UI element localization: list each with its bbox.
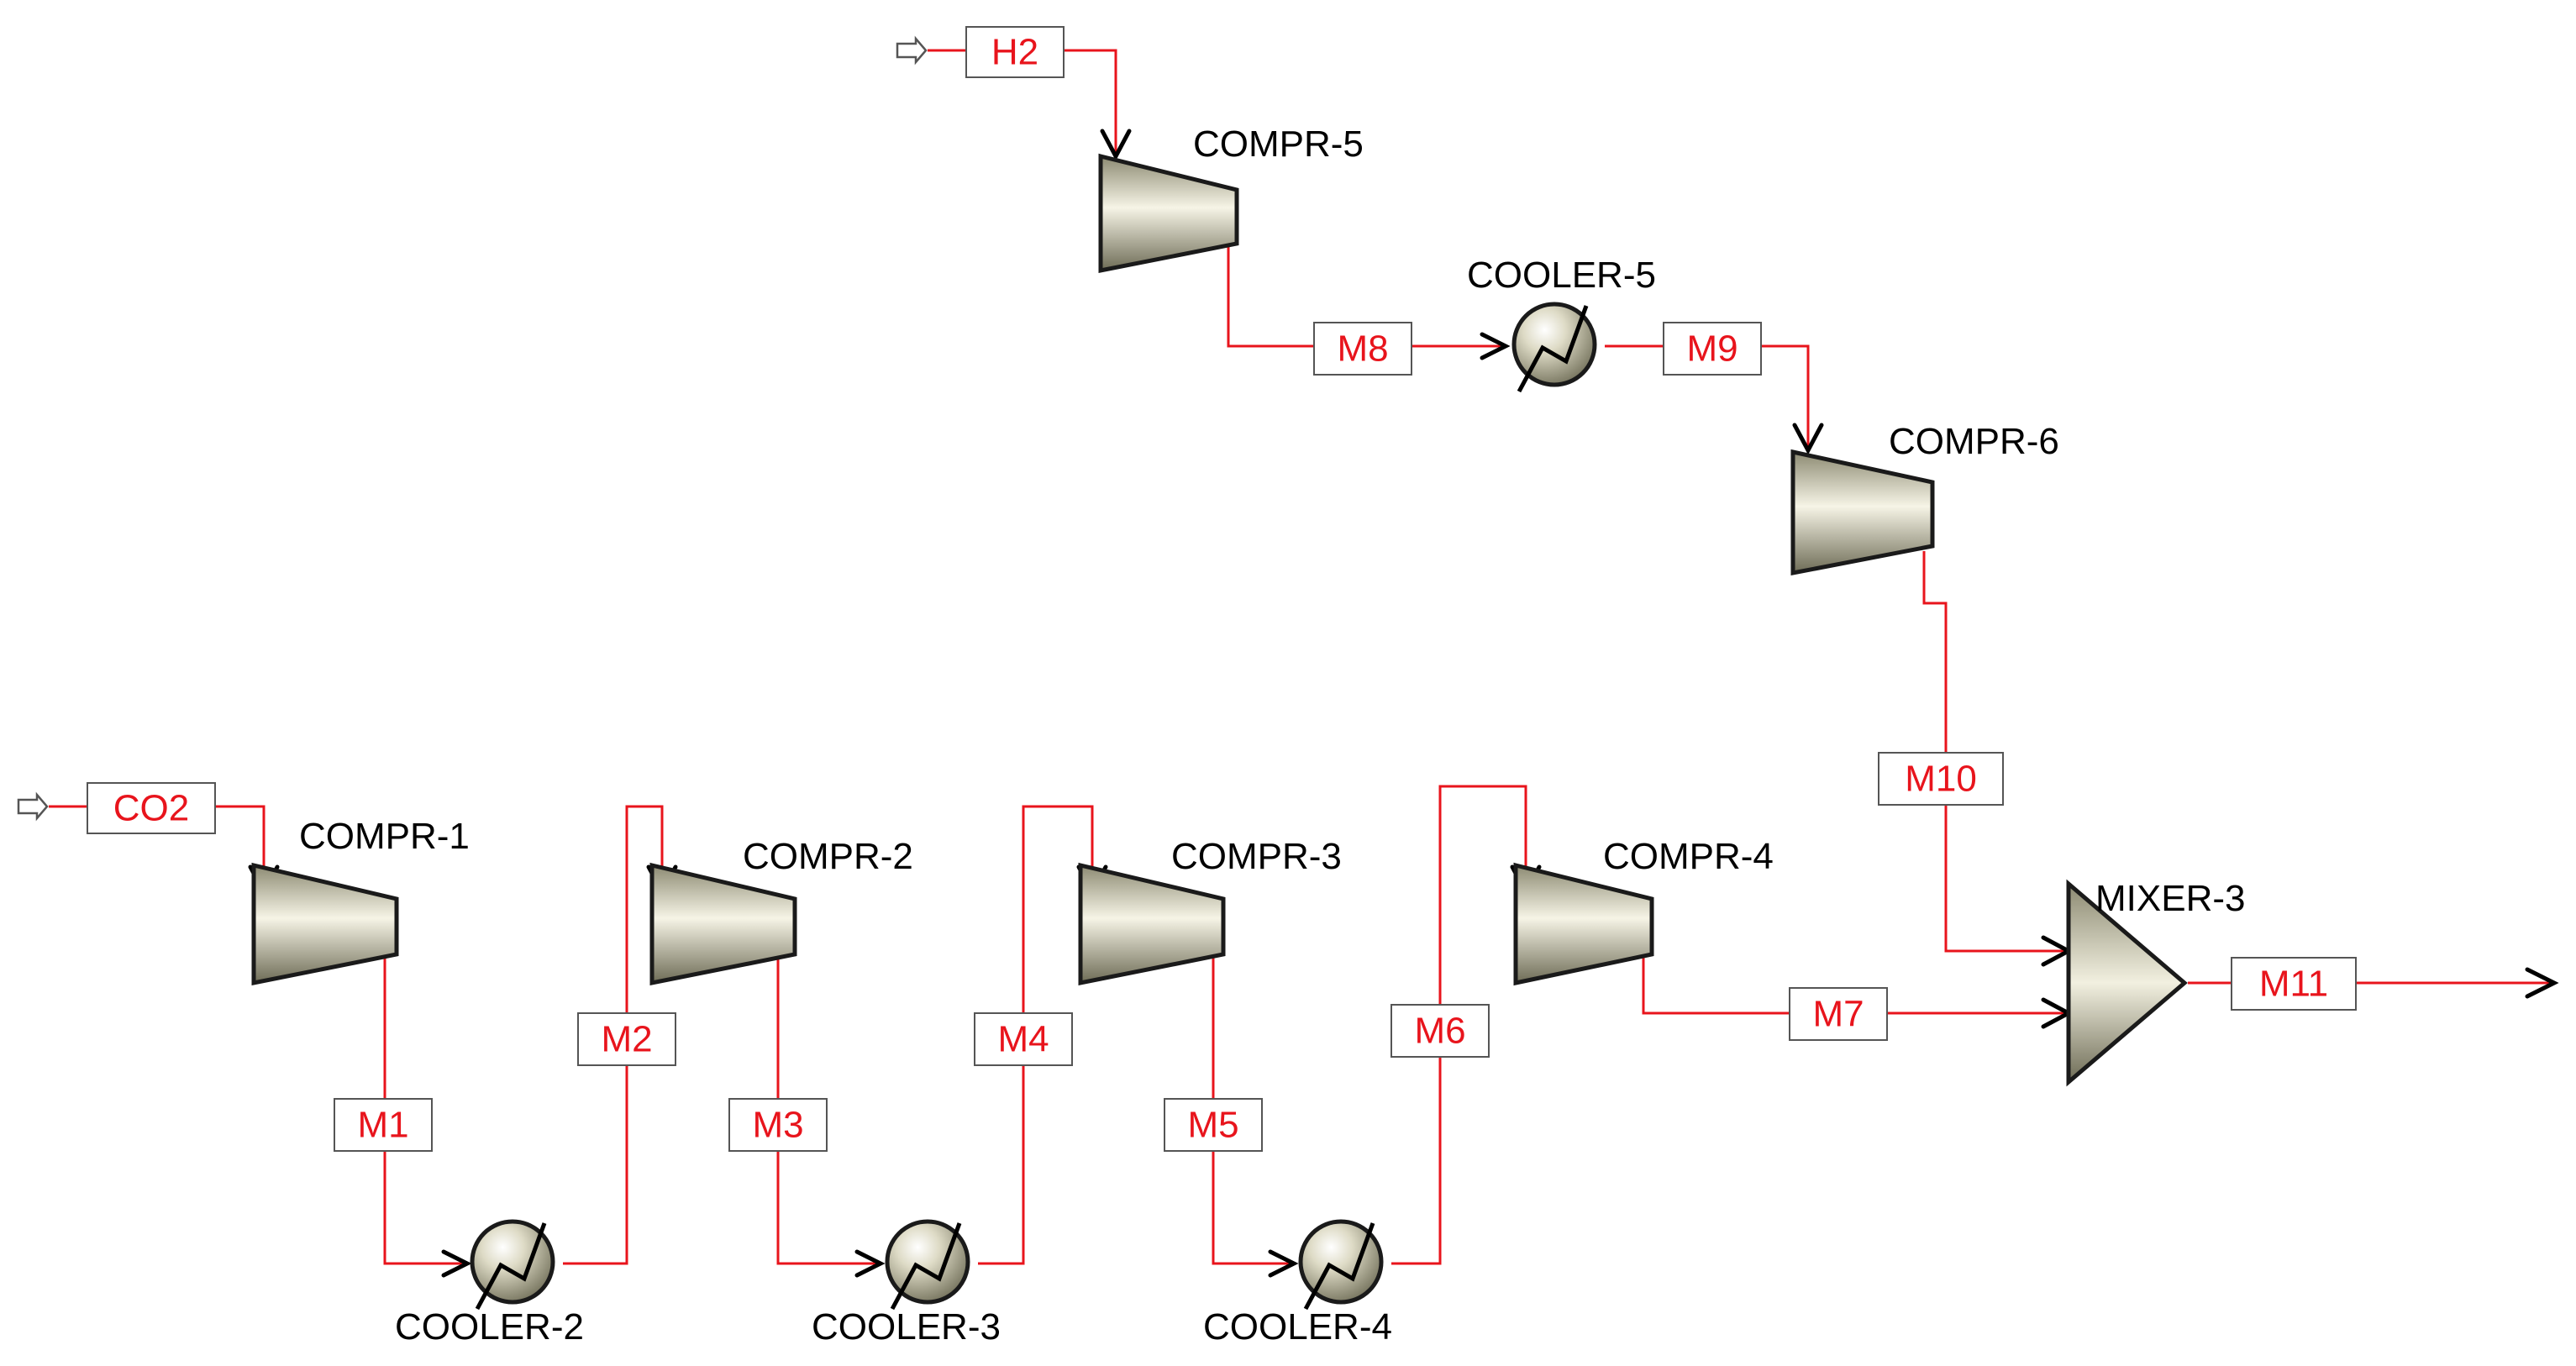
stream-label-h2[interactable]: H2: [965, 26, 1065, 78]
stream-label-text: M9: [1686, 328, 1737, 370]
arrow-into-cooler-4: [1268, 1249, 1299, 1278]
cooler-4-icon[interactable]: [1298, 1219, 1384, 1311]
m6-line[interactable]: [1391, 785, 1527, 1265]
compr-4-icon[interactable]: [1513, 862, 1654, 986]
coolers: [470, 302, 1597, 1311]
stream-label-m1[interactable]: M1: [334, 1098, 433, 1152]
stream-label-m8[interactable]: M8: [1313, 322, 1412, 376]
cooler-2-label: COOLER-2: [395, 1306, 584, 1348]
compressors: [251, 153, 1935, 986]
compr-5-icon[interactable]: [1098, 153, 1239, 274]
h2-feed-arrow-icon[interactable]: [896, 35, 928, 66]
arrow-into-compr-6: [1792, 423, 1824, 455]
mixer-3-icon[interactable]: [2066, 879, 2188, 1087]
compr-2-label: COMPR-2: [743, 836, 913, 877]
cooler-4-label: COOLER-4: [1203, 1306, 1392, 1348]
m4-line[interactable]: [978, 805, 1094, 1265]
cooler-5-label: COOLER-5: [1467, 255, 1656, 296]
arrow-into-cooler-5: [1480, 332, 1511, 360]
stream-label-m5[interactable]: M5: [1164, 1098, 1263, 1152]
stream-label-m3[interactable]: M3: [728, 1098, 828, 1152]
m10-line[interactable]: [1922, 551, 2080, 953]
co2-feed-arrow-icon[interactable]: [17, 791, 49, 822]
arrow-into-compr-5: [1100, 129, 1132, 161]
stream-label-m4[interactable]: M4: [974, 1012, 1073, 1066]
stream-label-text: CO2: [113, 788, 189, 829]
compr-5-label: COMPR-5: [1193, 123, 1364, 165]
compr-6-label: COMPR-6: [1889, 421, 2059, 462]
cooler-2-icon[interactable]: [470, 1219, 555, 1311]
arrow-into-cooler-2: [441, 1249, 472, 1278]
m5-line[interactable]: [1212, 958, 1291, 1265]
stream-label-text: M2: [601, 1019, 652, 1060]
stream-label-m11[interactable]: M11: [2231, 957, 2357, 1011]
stream-label-text: M5: [1187, 1105, 1238, 1146]
stream-label-m10[interactable]: M10: [1878, 752, 2004, 806]
stream-label-text: M7: [1812, 994, 1864, 1035]
stream-lines: [49, 49, 2551, 1265]
cooler-5-icon[interactable]: [1511, 302, 1597, 393]
stream-label-m2[interactable]: M2: [577, 1012, 676, 1066]
stream-label-text: M11: [2259, 964, 2328, 1005]
product-outlet-arrow: [2525, 967, 2559, 999]
cooler-3-icon[interactable]: [885, 1219, 970, 1311]
compr-1-icon[interactable]: [251, 862, 399, 986]
flow-arrowheads: [248, 129, 2559, 1278]
stream-label-m7[interactable]: M7: [1789, 987, 1888, 1041]
compr-3-label: COMPR-3: [1171, 836, 1342, 877]
m3-line[interactable]: [776, 958, 877, 1265]
compr-1-label: COMPR-1: [299, 816, 470, 857]
block-labels: COMPR-5 COOLER-5 COMPR-6 COMPR-1 COMPR-2…: [299, 123, 2245, 1348]
stream-label-m9[interactable]: M9: [1663, 322, 1762, 376]
stream-labels: H2 CO2 M8 M9 M10 M1 M2 M3: [87, 26, 2357, 1152]
mixer-3-label: MIXER-3: [2095, 878, 2245, 919]
arrow-into-cooler-3: [854, 1249, 886, 1278]
stream-label-text: M8: [1337, 328, 1388, 370]
stream-label-text: M10: [1905, 759, 1977, 800]
m1-line[interactable]: [383, 958, 462, 1265]
m2-line[interactable]: [563, 805, 664, 1265]
stream-label-m6[interactable]: M6: [1391, 1004, 1490, 1058]
stream-label-co2[interactable]: CO2: [87, 782, 216, 834]
stream-label-text: M6: [1414, 1011, 1465, 1052]
compr-6-icon[interactable]: [1790, 449, 1935, 576]
compr-2-icon[interactable]: [649, 862, 797, 986]
compr-3-icon[interactable]: [1078, 862, 1226, 986]
cooler-3-label: COOLER-3: [812, 1306, 1001, 1348]
stream-label-text: M4: [997, 1019, 1049, 1060]
m7-line[interactable]: [1642, 958, 2080, 1015]
stream-label-text: M3: [752, 1105, 803, 1146]
stream-label-text: H2: [991, 32, 1038, 73]
stream-label-text: M1: [357, 1105, 408, 1146]
compr-4-label: COMPR-4: [1603, 836, 1774, 877]
feed-icons: [17, 35, 928, 822]
